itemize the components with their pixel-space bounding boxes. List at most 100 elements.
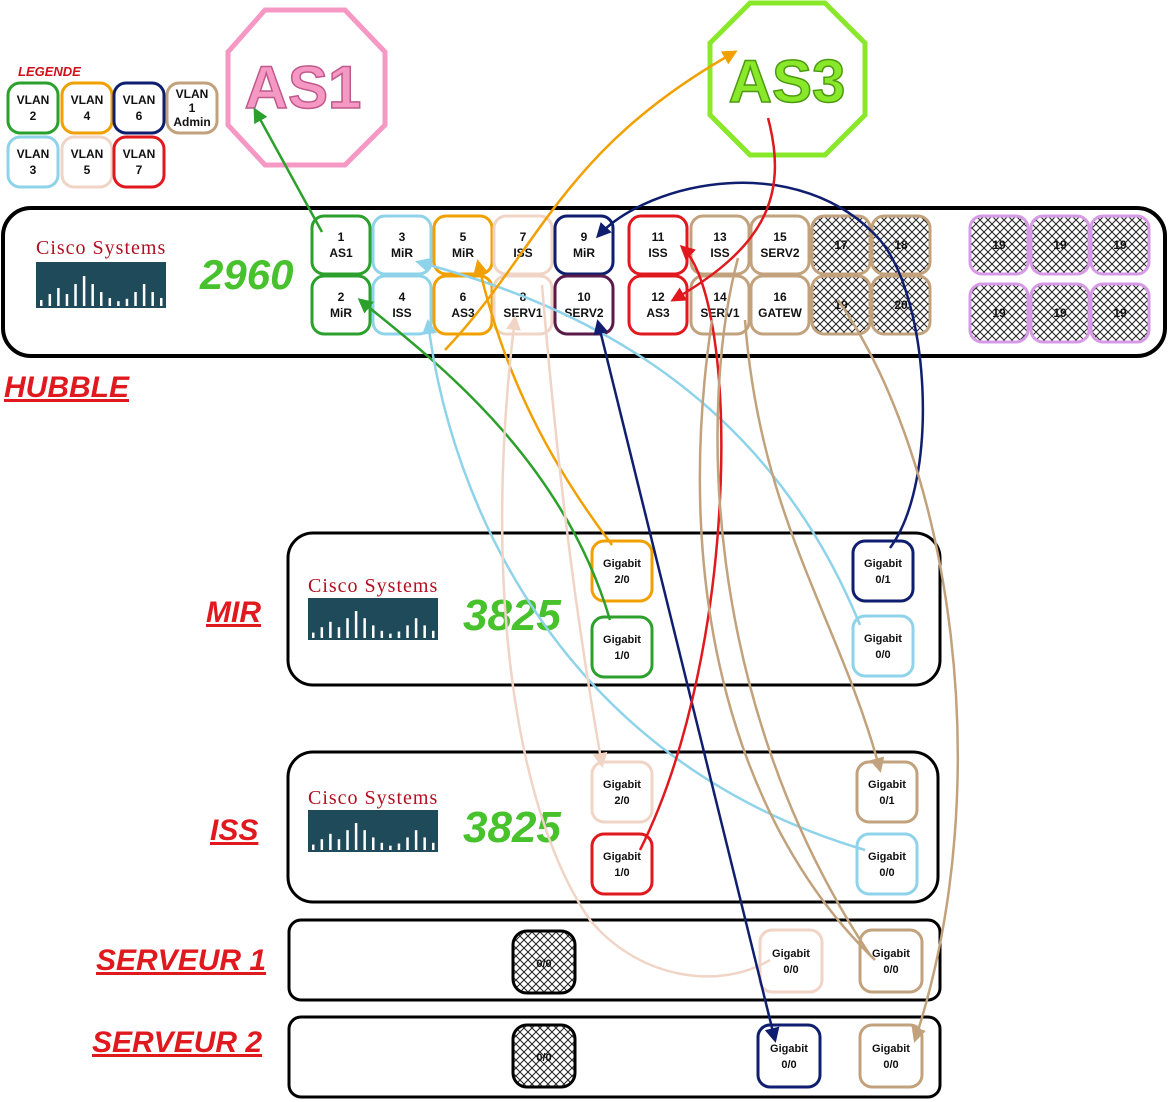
logo-bar bbox=[125, 298, 129, 306]
router-interface: Gigabit 0/0 bbox=[851, 614, 915, 678]
logo-bar bbox=[354, 823, 358, 850]
logo-bar bbox=[397, 631, 401, 638]
switch-port-label: 14 bbox=[713, 290, 727, 304]
switch-port-label: AS3 bbox=[646, 306, 670, 320]
switch-ports: 1AS12MiR3MiR4ISS5MiR6AS37ISS8SERV19MiR10… bbox=[310, 214, 1151, 344]
router-interface-label: Gigabit bbox=[864, 633, 902, 645]
logo-bar bbox=[372, 837, 375, 850]
logo-bar bbox=[329, 833, 332, 850]
logo-bar bbox=[142, 284, 146, 306]
switch-port-label: 12 bbox=[651, 290, 665, 304]
logo-bar bbox=[423, 625, 426, 638]
unused-switch-port-label: 19 bbox=[992, 238, 1006, 252]
router-interface-label: 1/0 bbox=[614, 650, 629, 662]
unused-port-label: 0/0 bbox=[536, 1052, 551, 1064]
legend: LEGENDE VLAN2VLAN4VLAN6VLAN1AdminVLAN3VL… bbox=[6, 64, 219, 189]
logo-bar bbox=[380, 842, 384, 850]
logo-bar bbox=[406, 625, 409, 638]
unused-switch-port: 18 bbox=[870, 214, 932, 276]
router-title: ISS bbox=[210, 814, 258, 847]
link-port10-serveur2 bbox=[593, 319, 780, 1043]
switch-port-label: 3 bbox=[399, 230, 406, 244]
router-interface-label: Gigabit bbox=[603, 851, 641, 863]
logo-bar bbox=[406, 837, 409, 850]
server-title: SERVEUR 1 bbox=[96, 944, 266, 977]
switch-port-label: 13 bbox=[713, 230, 727, 244]
link-port7-iss-gi2-0 bbox=[540, 284, 608, 768]
logo-bar bbox=[320, 839, 324, 850]
legend-vlan-swatch-label: 4 bbox=[84, 109, 91, 123]
switch-model: 2960 bbox=[199, 251, 293, 298]
legend-vlan-swatch-label: 2 bbox=[30, 109, 37, 123]
logo-bar bbox=[380, 630, 384, 638]
legend-vlan-swatch: VLAN 4 bbox=[60, 81, 114, 135]
router-interface-label: 0/0 bbox=[879, 867, 894, 879]
logo-bar bbox=[354, 611, 358, 638]
switch-port-label: GATEW bbox=[758, 306, 802, 320]
logo-bar bbox=[337, 627, 341, 638]
logo-bar bbox=[329, 621, 332, 638]
legend-vlan-swatch-label: VLAN bbox=[176, 87, 209, 101]
logo-bar bbox=[414, 618, 418, 638]
link-port5-mir-gi2-0 bbox=[473, 259, 613, 546]
switch-title: HUBBLE bbox=[4, 371, 130, 404]
server-interface-label: Gigabit bbox=[872, 1043, 910, 1055]
switch-port-label: 15 bbox=[773, 230, 787, 244]
server-interface-label: 0/0 bbox=[883, 964, 898, 976]
router-interface-label: Gigabit bbox=[864, 558, 902, 570]
logo-bar bbox=[134, 292, 137, 306]
logo-bar bbox=[74, 284, 77, 306]
legend-vlan-swatch-label: VLAN bbox=[71, 93, 104, 107]
router-model: 3825 bbox=[463, 803, 561, 852]
switch-port-label: AS1 bbox=[329, 246, 353, 260]
switch-port-label: ISS bbox=[648, 246, 667, 260]
router-interface-label: 1/0 bbox=[614, 867, 629, 879]
switch-port-label: MiR bbox=[573, 246, 595, 260]
logo-bar bbox=[48, 294, 52, 306]
logo-bar bbox=[65, 294, 69, 306]
legend-vlan-swatch-label: VLAN bbox=[123, 93, 156, 107]
unused-switch-port-label: 17 bbox=[834, 238, 848, 252]
logo-bar bbox=[414, 830, 418, 850]
vendor-label: Cisco Systems bbox=[308, 575, 438, 597]
switch-port-label: 1 bbox=[338, 230, 345, 244]
switch-port-label: MiR bbox=[330, 306, 352, 320]
logo-bar bbox=[363, 830, 366, 850]
legend-vlan-swatch-label: 5 bbox=[84, 163, 91, 177]
server-interface-label: 0/0 bbox=[781, 1059, 796, 1071]
logo-bar bbox=[100, 292, 103, 306]
switch-port-label: SERV2 bbox=[760, 246, 799, 260]
switch-port-label: AS3 bbox=[451, 306, 475, 320]
logo-bar bbox=[432, 842, 435, 850]
switch-port-label: 11 bbox=[652, 230, 665, 244]
router-interface-label: 2/0 bbox=[614, 574, 629, 586]
logo-bar bbox=[312, 844, 315, 850]
unused-switch-port-label: 18 bbox=[894, 238, 908, 252]
switch-port-label: 16 bbox=[773, 290, 787, 304]
vendor-label: Cisco Systems bbox=[308, 787, 438, 809]
as1-label: AS1 bbox=[245, 54, 362, 121]
router-interface-label: Gigabit bbox=[603, 558, 641, 570]
unused-switch-port: 19 bbox=[1029, 214, 1091, 276]
router-interface-label: 0/0 bbox=[875, 649, 890, 661]
link-port14-serveur1 bbox=[698, 319, 876, 961]
